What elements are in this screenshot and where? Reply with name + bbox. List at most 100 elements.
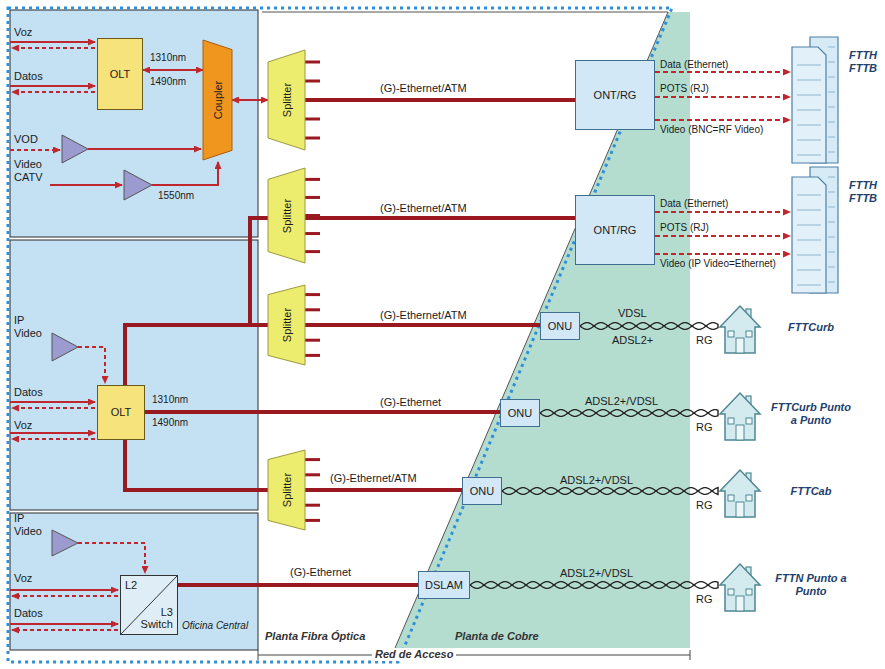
fiber-link (305, 100, 575, 101)
splitter-port (305, 232, 320, 235)
outline (268, 168, 305, 263)
link-label: (G)-Ethernet/ATM (380, 309, 467, 322)
connector-line (178, 583, 418, 587)
office-panel (10, 10, 258, 237)
input-arrow (12, 91, 95, 93)
box-label: OLT (111, 406, 132, 419)
connector-line (125, 325, 268, 385)
fiber-link (145, 412, 500, 413)
splitter-port (305, 293, 320, 296)
copper-pair (470, 582, 718, 589)
switch-box: L2L3 Switch (120, 575, 178, 635)
splitter-port (305, 519, 320, 522)
splitter: Splitter (268, 168, 305, 263)
copper-pair (502, 488, 718, 495)
input-arrow (12, 438, 95, 440)
box-label: ONT/RG (594, 89, 637, 102)
fiber-link (305, 325, 540, 326)
splitter-port (305, 339, 320, 342)
fiber-link (655, 236, 790, 237)
input-arrow (10, 432, 95, 434)
splitter-port (305, 504, 320, 507)
link-label: Data (Ethernet) (660, 59, 728, 71)
box-label: Splitter (280, 308, 293, 342)
gateway-label: RG (696, 334, 713, 347)
amplifier (124, 170, 152, 200)
fiber-link (125, 325, 268, 385)
signal-name: Voz (14, 572, 32, 585)
splitter: Splitter (268, 450, 305, 530)
connector-line (305, 323, 540, 327)
equipment-box: DSLAM (418, 571, 470, 599)
copper-plant-area (395, 12, 690, 648)
fiber-link (655, 120, 790, 121)
link-label: (G)-Ethernet/ATM (330, 472, 417, 485)
splitter-port (305, 137, 320, 140)
building: FTTH FTTB (790, 35, 885, 165)
connector-line (305, 98, 575, 102)
access-type: FTTN Punto a Punto (770, 572, 852, 597)
connector-line (655, 71, 790, 73)
gateway-label: RG (696, 593, 713, 606)
splitter-port (305, 196, 320, 199)
box-label: OLT (110, 68, 131, 81)
box-label: ONU (508, 407, 532, 420)
equipment-box: ONT/RG (575, 195, 655, 265)
connector-line (655, 235, 790, 237)
outline (203, 40, 232, 160)
input-arrow (10, 623, 118, 625)
connector-line (655, 253, 790, 255)
fiber-link (655, 254, 790, 255)
splitter-port (305, 118, 320, 121)
video-line (152, 162, 218, 185)
house: FTTN Punto a Punto (718, 556, 885, 614)
twisted-wire (470, 582, 718, 589)
copper-pair (580, 323, 718, 330)
house-icon (720, 470, 760, 517)
signal-name: VOD (14, 133, 38, 146)
connector-line (232, 99, 268, 101)
splitter-port (305, 178, 320, 181)
box-label: Splitter (280, 198, 293, 232)
wavelength: 1310nm (150, 52, 186, 64)
olt-box: OLT (97, 385, 145, 440)
outline (268, 50, 305, 150)
input-arrow (10, 41, 95, 43)
access-type: FTTH FTTB (842, 179, 884, 204)
input-arrow (10, 85, 95, 87)
house-icon (720, 306, 760, 353)
wavelength: 1310nm (152, 394, 188, 406)
connector-line (655, 211, 790, 213)
box-label: Splitter (280, 83, 293, 117)
box-label: Splitter (280, 473, 293, 507)
fiber-link (143, 70, 203, 71)
equipment-box: ONU (540, 312, 580, 340)
input-arrow (10, 589, 118, 591)
connector-line (655, 96, 790, 98)
signal-name: Voz (14, 26, 32, 39)
fiber-link (232, 100, 268, 101)
video-line (78, 543, 145, 573)
splitter: Splitter (268, 50, 305, 150)
area-name: Planta Fibra Óptica (265, 630, 365, 643)
connector-line (125, 440, 268, 490)
twisted-wire (540, 410, 718, 417)
input-arrow (12, 629, 118, 631)
connector-line (145, 410, 500, 414)
fiber-link (178, 585, 418, 586)
equipment-box: ONT/RG (575, 60, 655, 130)
copper-pair (540, 410, 718, 417)
gateway-label: RG (696, 421, 713, 434)
amplifier (52, 333, 78, 361)
area-name: Oficina Central (182, 620, 248, 632)
splitter-port (305, 354, 320, 357)
building-icon (792, 37, 838, 163)
house: FTTCab (718, 462, 885, 520)
input-arrow (12, 595, 118, 597)
connector-line (125, 218, 268, 385)
twisted-wire (502, 488, 718, 495)
connector-line (143, 69, 203, 71)
building: FTTH FTTB (790, 165, 885, 293)
fiber-link (655, 97, 790, 98)
